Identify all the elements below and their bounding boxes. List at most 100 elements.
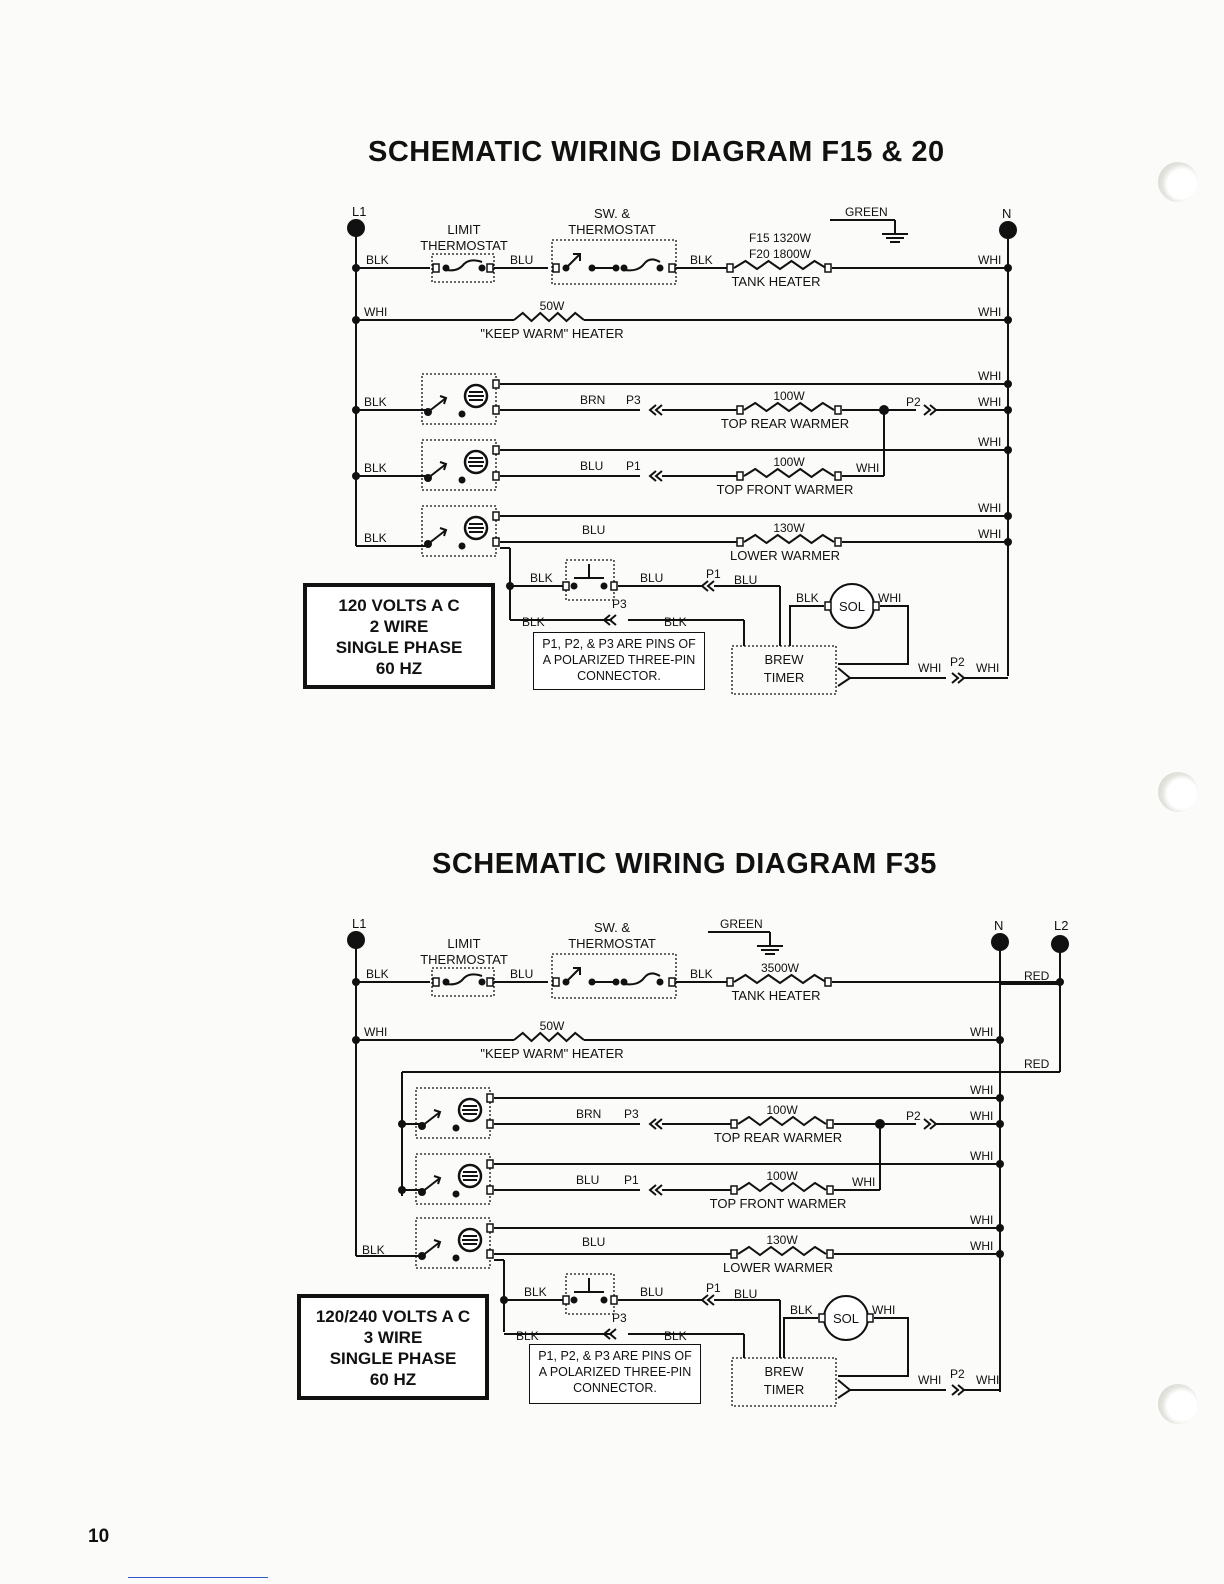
pin-note-box-2-line-2: A POLARIZED THREE-PIN	[538, 1365, 692, 1379]
punch-hole-middle	[1158, 772, 1198, 812]
pin-p3-label-brew: P3	[612, 1311, 627, 1325]
wire-blk-label-2: BLK	[690, 253, 713, 267]
sw-thermostat-label-2: THERMOSTAT	[568, 222, 656, 237]
top-rear-rating: 100W	[766, 1103, 798, 1117]
wire-blk-label-row1: BLK	[364, 461, 387, 475]
lower-label: LOWER WARMER	[723, 1260, 833, 1275]
pin-p2-label-timer: P2	[950, 655, 965, 669]
wire-whi-label-3: WHI	[978, 305, 1001, 319]
wire-whi-label-sol: WHI	[878, 591, 901, 605]
wire-whi-label-row0a: WHI	[970, 1083, 993, 1097]
diagram-2-title: SCHEMATIC WIRING DIAGRAM F35	[432, 848, 937, 880]
voltage-spec-box-1-line-3: SINGLE PHASE	[335, 638, 463, 657]
limit-thermostat-label-1: LIMIT	[447, 936, 480, 951]
wire-blu-label-brew2: BLU	[734, 573, 757, 587]
solenoid-label: SOL	[839, 599, 865, 614]
wire-whi-label-row2a: WHI	[970, 1213, 993, 1227]
voltage-spec-box-2-line-2: 3 WIRE	[363, 1328, 423, 1347]
wire-blu-label-brew: BLU	[640, 1285, 663, 1299]
top-front-label: TOP FRONT WARMER	[710, 1196, 847, 1211]
wire-whi-label-row1a: WHI	[978, 435, 1001, 449]
wire-blk-label-sol: BLK	[796, 591, 819, 605]
sw-thermostat-label-1: SW. &	[594, 920, 630, 935]
pin-p3-label-row0: P3	[626, 393, 641, 407]
wire-whi-label-p2: WHI	[970, 1109, 993, 1123]
terminal-l2-label: L2	[1054, 918, 1068, 933]
wire-blu-label-1: BLU	[510, 253, 533, 267]
brew-timer-label-1: BREW	[765, 652, 805, 667]
voltage-spec-box-1-line-1: 120 VOLTS A C	[338, 596, 460, 615]
wire-blu-label-row1: BLU	[580, 459, 603, 473]
limit-thermostat-label-1: LIMIT	[447, 222, 480, 237]
wire-whi-label-1: WHI	[978, 253, 1001, 267]
wire-blk-label-brew3: BLK	[664, 615, 687, 629]
punch-hole-top	[1158, 162, 1198, 202]
voltage-spec-box-2-line-3: SINGLE PHASE	[329, 1349, 457, 1368]
wire-whi-label-front: WHI	[856, 461, 879, 475]
terminal-n-label: N	[994, 918, 1003, 933]
wire-blk-label-1: BLK	[366, 967, 389, 981]
wire-whi-label-sol: WHI	[872, 1303, 895, 1317]
pin-note-box-2-line-3: CONNECTOR.	[573, 1381, 657, 1395]
wire-whi-label-2: WHI	[364, 305, 387, 319]
tank-heater-rating-2: F20 1800W	[749, 247, 812, 261]
top-front-label: TOP FRONT WARMER	[717, 482, 854, 497]
lower-label: LOWER WARMER	[730, 548, 840, 563]
pin-note-box-1-line-1: P1, P2, & P3 ARE PINS OF	[542, 637, 696, 651]
lower-rating: 130W	[773, 521, 805, 535]
tank-heater-label: TANK HEATER	[731, 274, 820, 289]
wire-whi-label-3: WHI	[970, 1025, 993, 1039]
wire-blu-label-row2: BLU	[582, 1235, 605, 1249]
wire-blu-label-row2: BLU	[582, 523, 605, 537]
terminal-n-label: N	[1002, 206, 1011, 221]
wire-whi-label-timer1: WHI	[918, 661, 941, 675]
pin-p1-label-brew: P1	[706, 1281, 721, 1295]
wire-whi-label-p2: WHI	[978, 395, 1001, 409]
top-front-rating: 100W	[773, 455, 805, 469]
wire-blk-label-1: BLK	[366, 253, 389, 267]
brew-timer-label-2: TIMER	[764, 670, 804, 685]
top-rear-label: TOP REAR WARMER	[714, 1130, 842, 1145]
pin-p1-label-row1: P1	[624, 1173, 639, 1187]
solenoid-label: SOL	[833, 1311, 859, 1326]
wire-red-label-1: RED	[1024, 969, 1050, 983]
wire-blk-label-brew1: BLK	[524, 1285, 547, 1299]
wire-blk-label-2: BLK	[690, 967, 713, 981]
wire-whi-label-timer2: WHI	[976, 661, 999, 675]
wire-blu-label-row1: BLU	[576, 1173, 599, 1187]
wire-whi-label-row0a: WHI	[978, 369, 1001, 383]
wire-blk-label-brew1: BLK	[530, 571, 553, 585]
wire-brn-label-row0: BRN	[576, 1107, 601, 1121]
keep-warm-label: "KEEP WARM" HEATER	[480, 326, 623, 341]
keep-warm-rating: 50W	[540, 299, 565, 313]
diagram-1-title: SCHEMATIC WIRING DIAGRAM F15 & 20	[368, 136, 945, 168]
pin-note-box-1: P1, P2, & P3 ARE PINS OF A POLARIZED THRE…	[533, 632, 705, 690]
wire-blk-label-row2: BLK	[364, 531, 387, 545]
brew-timer-label-1: BREW	[765, 1364, 805, 1379]
wire-whi-label-timer1: WHI	[918, 1373, 941, 1387]
pin-note-box-1-line-2: A POLARIZED THREE-PIN	[542, 653, 696, 667]
wire-blu-label-1: BLU	[510, 967, 533, 981]
wire-whi-label-front: WHI	[852, 1175, 875, 1189]
wire-red-label-2: RED	[1024, 1057, 1050, 1071]
pin-p3-label-row0: P3	[624, 1107, 639, 1121]
ground-label: GREEN	[845, 205, 888, 219]
keep-warm-rating: 50W	[540, 1019, 565, 1033]
pin-p3-label-brew: P3	[612, 597, 627, 611]
tank-heater-rating-1: F15 1320W	[749, 231, 812, 245]
wire-whi-label-row1a: WHI	[970, 1149, 993, 1163]
wire-blk-label-brew2: BLK	[516, 1329, 539, 1343]
wire-whi-label-row2a: WHI	[978, 501, 1001, 515]
limit-thermostat-label-2: THERMOSTAT	[420, 238, 508, 253]
footer-rule	[128, 1577, 268, 1578]
voltage-spec-box-2-line-4: 60 HZ	[369, 1370, 417, 1389]
pin-p2-label-timer: P2	[950, 1367, 965, 1381]
wire-whi-label-lower: WHI	[978, 527, 1001, 541]
top-rear-rating: 100W	[773, 389, 805, 403]
wire-brn-label-row0: BRN	[580, 393, 605, 407]
